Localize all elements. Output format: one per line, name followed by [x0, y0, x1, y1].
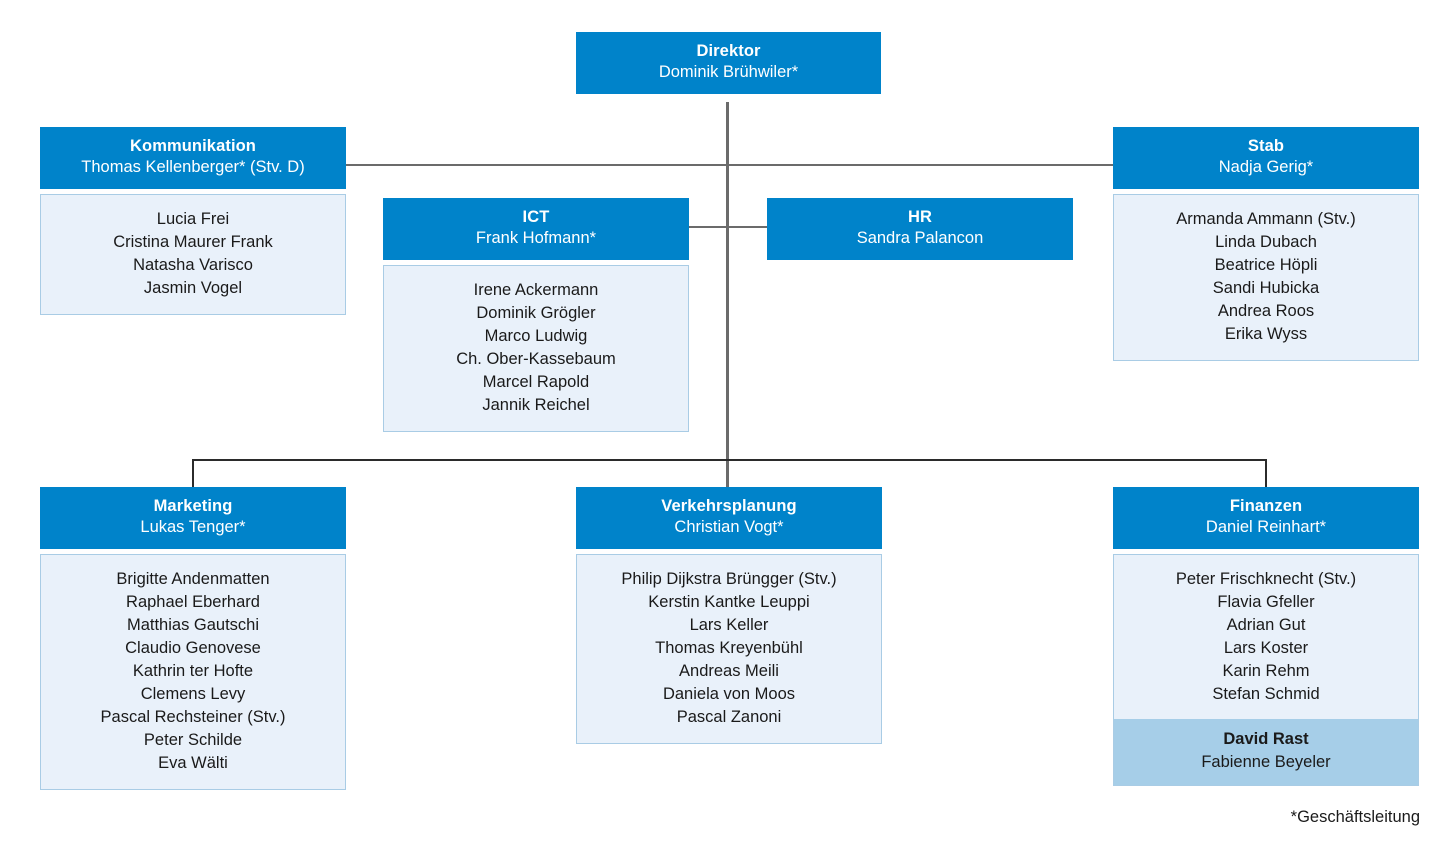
list-item: Sandi Hubicka — [1212, 279, 1320, 298]
list-item: Ch. Ober-Kassebaum — [456, 350, 616, 369]
list-item: Andreas Meili — [679, 662, 779, 681]
unit-marketing[interactable]: Marketing Lukas Tenger* Brigitte Andenma… — [40, 487, 346, 791]
list-item: Dominik Grögler — [476, 304, 596, 323]
unit-hr[interactable]: HR Sandra Palancon — [767, 198, 1073, 261]
list-item: Lucia Frei — [156, 210, 230, 229]
list-item: Pascal Zanoni — [676, 708, 782, 727]
unit-verkehrsplanung-header[interactable]: Verkehrsplanung Christian Vogt* — [576, 487, 882, 550]
list-item: Peter Schilde — [143, 731, 243, 750]
list-item: Flavia Gfeller — [1217, 593, 1315, 612]
unit-stab-title: Stab — [1247, 137, 1285, 155]
connector-bottom-bus — [192, 459, 1267, 461]
list-item: Claudio Genovese — [125, 639, 261, 658]
list-item: Lars Keller — [689, 616, 769, 635]
list-item: Armanda Ammann (Stv.) — [1176, 210, 1356, 229]
list-item: Raphael Eberhard — [126, 593, 260, 612]
connector-level2-horizontal — [688, 226, 768, 228]
unit-direktor-header[interactable]: Direktor Dominik Brühwiler* — [576, 32, 881, 95]
list-item: Beatrice Höpli — [1214, 256, 1318, 275]
list-item: Eva Wälti — [158, 754, 228, 773]
unit-marketing-lead: Lukas Tenger* — [140, 518, 246, 537]
list-item-highlighted: Fabienne Beyeler — [1201, 753, 1331, 772]
unit-kommunikation[interactable]: Kommunikation Thomas Kellenberger* (Stv.… — [40, 127, 346, 316]
unit-direktor-lead: Dominik Brühwiler* — [658, 63, 799, 82]
unit-ict-title: ICT — [522, 208, 550, 226]
unit-ict-header[interactable]: ICT Frank Hofmann* — [383, 198, 689, 261]
unit-verkehrsplanung[interactable]: Verkehrsplanung Christian Vogt* Philip D… — [576, 487, 882, 745]
unit-kommunikation-title: Kommunikation — [130, 137, 256, 155]
unit-kommunikation-members: Lucia Frei Cristina Maurer Frank Natasha… — [40, 194, 346, 316]
unit-direktor-title: Direktor — [696, 42, 761, 60]
unit-ict[interactable]: ICT Frank Hofmann* Irene Ackermann Domin… — [383, 198, 689, 433]
unit-finanzen-title: Finanzen — [1229, 497, 1303, 515]
list-item: Natasha Varisco — [133, 256, 253, 275]
list-item: Peter Frischknecht (Stv.) — [1175, 570, 1357, 589]
list-item: Kathrin ter Hofte — [132, 662, 254, 681]
unit-finanzen-highlight-group: David Rast Fabienne Beyeler — [1114, 719, 1418, 786]
unit-finanzen-lead: Daniel Reinhart* — [1205, 518, 1327, 537]
unit-verkehrsplanung-members: Philip Dijkstra Brüngger (Stv.) Kerstin … — [576, 554, 882, 745]
list-item: Stefan Schmid — [1212, 685, 1320, 704]
list-item-highlighted: David Rast — [1223, 730, 1309, 749]
unit-stab-members: Armanda Ammann (Stv.) Linda Dubach Beatr… — [1113, 194, 1419, 362]
list-item: Jannik Reichel — [482, 396, 590, 415]
unit-kommunikation-header[interactable]: Kommunikation Thomas Kellenberger* (Stv.… — [40, 127, 346, 190]
list-item: Brigitte Andenmatten — [116, 570, 270, 589]
list-item: Irene Ackermann — [473, 281, 599, 300]
list-item: Pascal Rechsteiner (Stv.) — [100, 708, 286, 727]
list-item: Lars Koster — [1223, 639, 1309, 658]
list-item: Jasmin Vogel — [143, 279, 243, 298]
connector-drop-finanzen — [1265, 459, 1267, 487]
list-item: Erika Wyss — [1224, 325, 1308, 344]
connector-drop-marketing — [192, 459, 194, 487]
list-item: Philip Dijkstra Brüngger (Stv.) — [621, 570, 837, 589]
list-item: Matthias Gautschi — [126, 616, 260, 635]
unit-hr-lead: Sandra Palancon — [856, 229, 984, 248]
unit-ict-members: Irene Ackermann Dominik Grögler Marco Lu… — [383, 265, 689, 433]
connector-trunk-vertical — [726, 102, 729, 487]
unit-marketing-members: Brigitte Andenmatten Raphael Eberhard Ma… — [40, 554, 346, 791]
list-item: Karin Rehm — [1222, 662, 1310, 681]
unit-finanzen[interactable]: Finanzen Daniel Reinhart* Peter Frischkn… — [1113, 487, 1419, 787]
list-item: Daniela von Moos — [662, 685, 796, 704]
list-item: Cristina Maurer Frank — [113, 233, 273, 252]
unit-marketing-title: Marketing — [153, 497, 233, 515]
unit-hr-title: HR — [907, 208, 933, 226]
list-item: Linda Dubach — [1215, 233, 1317, 252]
connector-level1-horizontal — [345, 164, 1115, 166]
unit-verkehrsplanung-title: Verkehrsplanung — [661, 497, 797, 515]
list-item: Thomas Kreyenbühl — [655, 639, 803, 658]
unit-direktor[interactable]: Direktor Dominik Brühwiler* — [576, 32, 881, 95]
footnote-geschaeftsleitung: *Geschäftsleitung — [1290, 808, 1420, 826]
unit-stab[interactable]: Stab Nadja Gerig* Armanda Ammann (Stv.) … — [1113, 127, 1419, 362]
unit-ict-lead: Frank Hofmann* — [475, 229, 597, 248]
list-item: Kerstin Kantke Leuppi — [648, 593, 810, 612]
unit-finanzen-header[interactable]: Finanzen Daniel Reinhart* — [1113, 487, 1419, 550]
unit-hr-header[interactable]: HR Sandra Palancon — [767, 198, 1073, 261]
unit-verkehrsplanung-lead: Christian Vogt* — [674, 518, 784, 537]
unit-finanzen-members: Peter Frischknecht (Stv.) Flavia Gfeller… — [1113, 554, 1419, 787]
list-item: Adrian Gut — [1226, 616, 1306, 635]
unit-stab-header[interactable]: Stab Nadja Gerig* — [1113, 127, 1419, 190]
list-item: Marcel Rapold — [482, 373, 590, 392]
unit-stab-lead: Nadja Gerig* — [1218, 158, 1314, 177]
list-item: Marco Ludwig — [484, 327, 588, 346]
unit-kommunikation-lead: Thomas Kellenberger* (Stv. D) — [81, 158, 305, 177]
list-item: Clemens Levy — [140, 685, 246, 704]
unit-marketing-header[interactable]: Marketing Lukas Tenger* — [40, 487, 346, 550]
list-item: Andrea Roos — [1217, 302, 1315, 321]
